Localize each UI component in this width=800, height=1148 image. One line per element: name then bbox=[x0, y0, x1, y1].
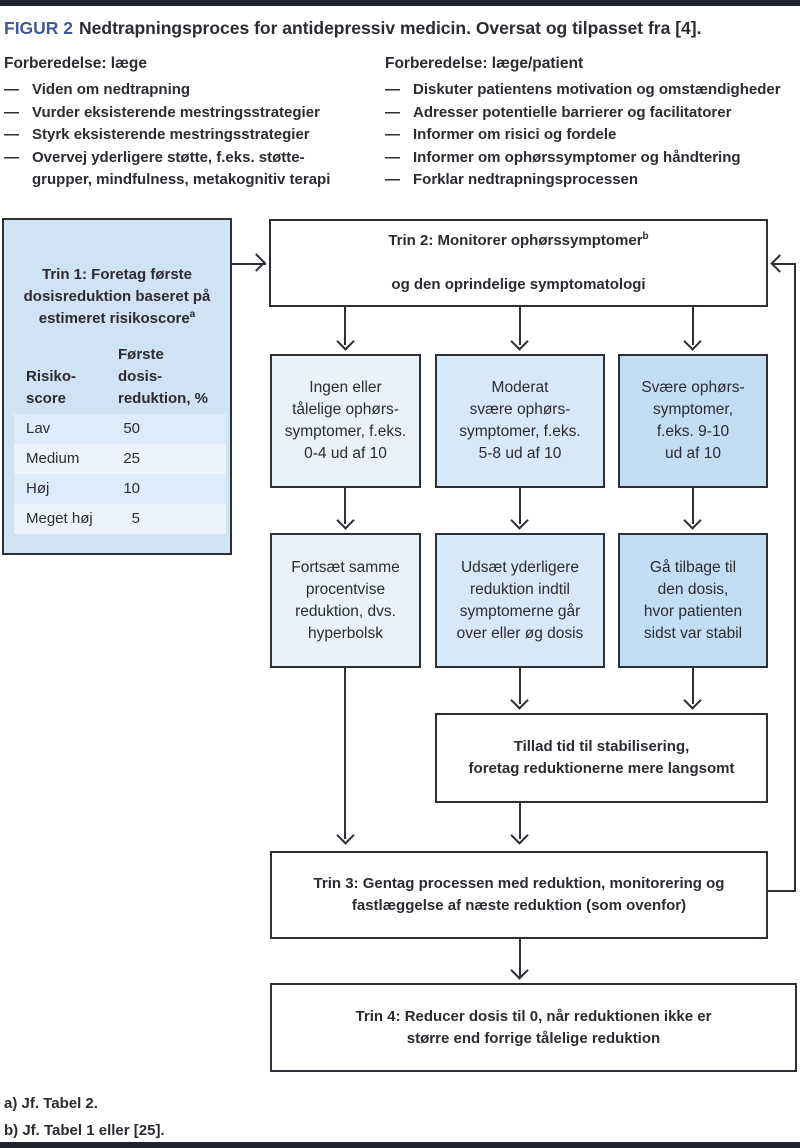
feedback-line-top bbox=[772, 263, 796, 265]
arrow-continue-to-step3 bbox=[344, 668, 346, 839]
list-item: —Overvej yderligere støtte, f.eks. støtt… bbox=[4, 147, 364, 192]
arrowhead-down-icon bbox=[510, 961, 529, 980]
prep-left-header: Forberedelse: læge bbox=[4, 55, 147, 72]
stabilize-box: Tillad tid til stabilisering, foretag re… bbox=[435, 713, 768, 803]
arrowhead-down-icon bbox=[510, 332, 529, 351]
list-item: —Adresser potentielle barrierer og facil… bbox=[385, 102, 799, 125]
list-item: —Styrk eksisterende mestringsstrategier bbox=[4, 124, 364, 147]
arrowhead-down-icon bbox=[336, 332, 355, 351]
severity-box-severe: Svære ophørs- symptomer, f.eks. 9-10 ud … bbox=[618, 354, 768, 488]
step2-box: Trin 2: Monitorer ophørssymptomerb og de… bbox=[269, 219, 768, 307]
arrow-moderate-to-action bbox=[519, 488, 521, 524]
list-item: —Forklar nedtrapningsprocessen bbox=[385, 169, 799, 192]
step4-text: Trin 4: Reducer dosis til 0, når redukti… bbox=[355, 1007, 712, 1047]
arrowhead-down-icon bbox=[510, 826, 529, 845]
step1-box: Trin 1: Foretag første dosisreduktion ba… bbox=[2, 218, 232, 555]
step1-title: Trin 1: Foretag første dosisreduktion ba… bbox=[23, 266, 211, 327]
footnote-a: a) Jf. Tabel 2. bbox=[4, 1095, 98, 1112]
dash-marker: — bbox=[4, 148, 19, 166]
arrow-postpone-to-stabilize bbox=[519, 668, 521, 704]
arrow-step3-to-step4 bbox=[519, 939, 521, 977]
prep-right: Forberedelse: læge/patient —Diskuter pat… bbox=[385, 52, 799, 192]
dash-marker: — bbox=[385, 148, 400, 166]
list-item: —Viden om nedtrapning bbox=[4, 79, 364, 102]
arrow-stabilize-to-step3 bbox=[519, 803, 521, 839]
arrow-step2-to-moderate bbox=[519, 307, 521, 345]
arrowhead-down-icon bbox=[336, 826, 355, 845]
reduction-col-header: Første dosis- reduktion, % bbox=[118, 346, 209, 407]
dash-marker: — bbox=[385, 171, 400, 188]
action-box-postpone: Udsæt yderligere reduktion indtil sympto… bbox=[435, 533, 605, 668]
prep-left: Forberedelse: læge —Viden om nedtrapning… bbox=[4, 52, 364, 192]
dash-marker: — bbox=[4, 103, 19, 121]
risk-table: Risiko- score Første dosis- reduktion, %… bbox=[14, 344, 226, 534]
severity-box-mild: Ingen eller tålelige ophørs- symptomer, … bbox=[270, 354, 421, 488]
risk-col-header: Risiko- score bbox=[26, 368, 77, 407]
footnotes: a) Jf. Tabel 2. b) Jf. Tabel 1 eller [25… bbox=[4, 1090, 165, 1144]
arrowhead-left-icon bbox=[770, 254, 789, 273]
figure-label: FIGUR 2 bbox=[4, 18, 74, 38]
action-box-goback: Gå tilbage til den dosis, hvor patienten… bbox=[618, 533, 768, 668]
footnote-b: b) Jf. Tabel 1 eller [25]. bbox=[4, 1122, 165, 1139]
list-item: —Diskuter patientens motivation og omstæ… bbox=[385, 79, 799, 102]
step3-box: Trin 3: Gentag processen med reduktion, … bbox=[270, 851, 768, 939]
arrow-step2-to-mild bbox=[344, 307, 346, 345]
figure-title-text: Nedtrapningsproces for antidepressiv med… bbox=[79, 18, 702, 38]
action-box-continue: Fortsæt samme procentvise reduktion, dvs… bbox=[270, 533, 421, 668]
step3-text: Trin 3: Gentag processen med reduktion, … bbox=[313, 875, 725, 914]
feedback-line-vertical bbox=[794, 263, 796, 892]
arrow-goback-to-stabilize bbox=[692, 668, 694, 704]
dash-marker: — bbox=[385, 126, 400, 143]
dash-marker: — bbox=[4, 81, 19, 98]
arrow-mild-to-action bbox=[344, 488, 346, 524]
arrowhead-down-icon bbox=[683, 511, 702, 530]
dash-marker: — bbox=[385, 81, 400, 98]
arrow-step2-to-severe bbox=[692, 307, 694, 345]
feedback-line-bottom bbox=[766, 890, 796, 892]
top-bar bbox=[0, 0, 800, 6]
arrowhead-down-icon bbox=[683, 332, 702, 351]
list-item: —Informer om ophørssymptomer og håndteri… bbox=[385, 147, 799, 170]
arrowhead-down-icon bbox=[683, 691, 702, 710]
arrowhead-down-icon bbox=[510, 511, 529, 530]
list-item: —Informer om risici og fordele bbox=[385, 124, 799, 147]
risk-table-header: Risiko- score Første dosis- reduktion, % bbox=[14, 344, 226, 410]
step4-box: Trin 4: Reducer dosis til 0, når redukti… bbox=[270, 983, 797, 1072]
severity-box-moderate: Moderat svære ophørs- symptomer, f.eks. … bbox=[435, 354, 605, 488]
arrowhead-right-icon bbox=[247, 253, 266, 272]
arrow-step1-to-step2 bbox=[230, 263, 266, 265]
dash-marker: — bbox=[4, 126, 19, 143]
arrowhead-down-icon bbox=[510, 691, 529, 710]
step2-text: Trin 2: Monitorer ophørssymptomerb og de… bbox=[388, 231, 649, 294]
arrowhead-down-icon bbox=[336, 511, 355, 530]
footnote-ref-b: b bbox=[642, 231, 649, 242]
arrow-severe-to-action bbox=[692, 488, 694, 524]
dash-marker: — bbox=[385, 103, 400, 121]
prep-right-header: Forberedelse: læge/patient bbox=[385, 55, 584, 72]
bottom-bar bbox=[0, 1142, 800, 1148]
footnote-ref-a: a bbox=[189, 309, 196, 320]
list-item: —Vurder eksisterende mestringsstrategier bbox=[4, 102, 364, 125]
